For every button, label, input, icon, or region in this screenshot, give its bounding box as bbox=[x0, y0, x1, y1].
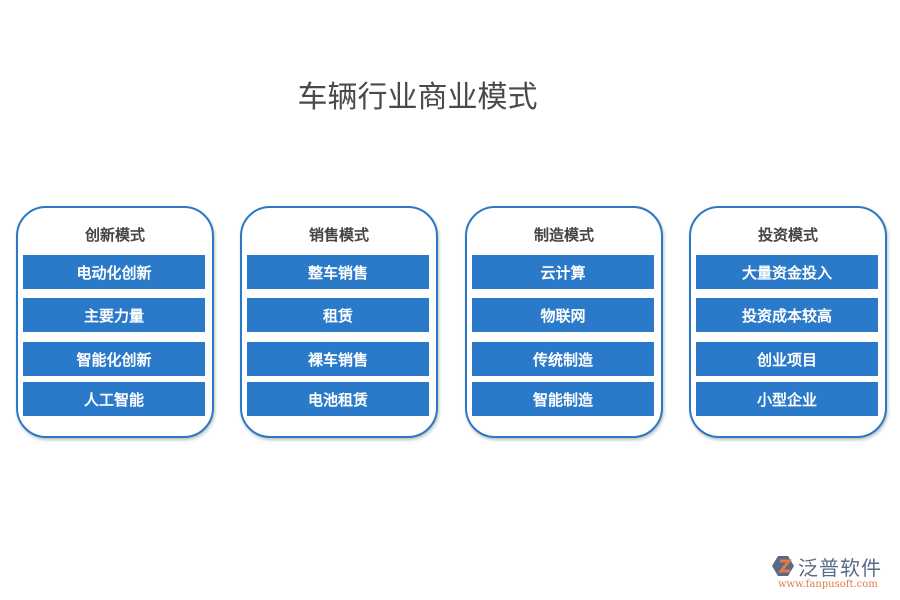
card-title: 投资模式 bbox=[757, 226, 818, 244]
card-item: 物联网 bbox=[472, 298, 654, 332]
card-item: 整车销售 bbox=[247, 255, 429, 289]
card-title: 销售模式 bbox=[308, 226, 369, 244]
card-title: 制造模式 bbox=[533, 226, 594, 244]
card-1: 创新模式电动化创新主要力量智能化创新人工智能 bbox=[16, 206, 214, 438]
card-item: 投资成本较高 bbox=[696, 298, 878, 332]
card-2: 销售模式整车销售租赁裸车销售电池租赁 bbox=[240, 206, 438, 438]
card-4: 投资模式大量资金投入投资成本较高创业项目小型企业 bbox=[689, 206, 887, 438]
card-item: 人工智能 bbox=[23, 382, 205, 416]
card-item: 小型企业 bbox=[696, 382, 878, 416]
card-item: 传统制造 bbox=[472, 342, 654, 376]
card-item: 智能化创新 bbox=[23, 342, 205, 376]
card-item: 租赁 bbox=[247, 298, 429, 332]
card-item: 大量资金投入 bbox=[696, 255, 878, 289]
card-item: 电动化创新 bbox=[23, 255, 205, 289]
card-item: 主要力量 bbox=[23, 298, 205, 332]
logo-name: 泛普软件 bbox=[798, 556, 882, 580]
card-item: 电池租赁 bbox=[247, 382, 429, 416]
card-item: 云计算 bbox=[472, 255, 654, 289]
card-item: 智能制造 bbox=[472, 382, 654, 416]
logo-url: www.fanpusoft.com bbox=[778, 579, 878, 590]
card-3: 制造模式云计算物联网传统制造智能制造 bbox=[465, 206, 663, 438]
logo-icon bbox=[772, 556, 794, 576]
card-item: 裸车销售 bbox=[247, 342, 429, 376]
card-title: 创新模式 bbox=[84, 226, 145, 244]
page-title: 车辆行业商业模式 bbox=[297, 80, 538, 115]
card-item: 创业项目 bbox=[696, 342, 878, 376]
logo: 泛普软件 www.fanpusoft.com bbox=[770, 552, 895, 592]
